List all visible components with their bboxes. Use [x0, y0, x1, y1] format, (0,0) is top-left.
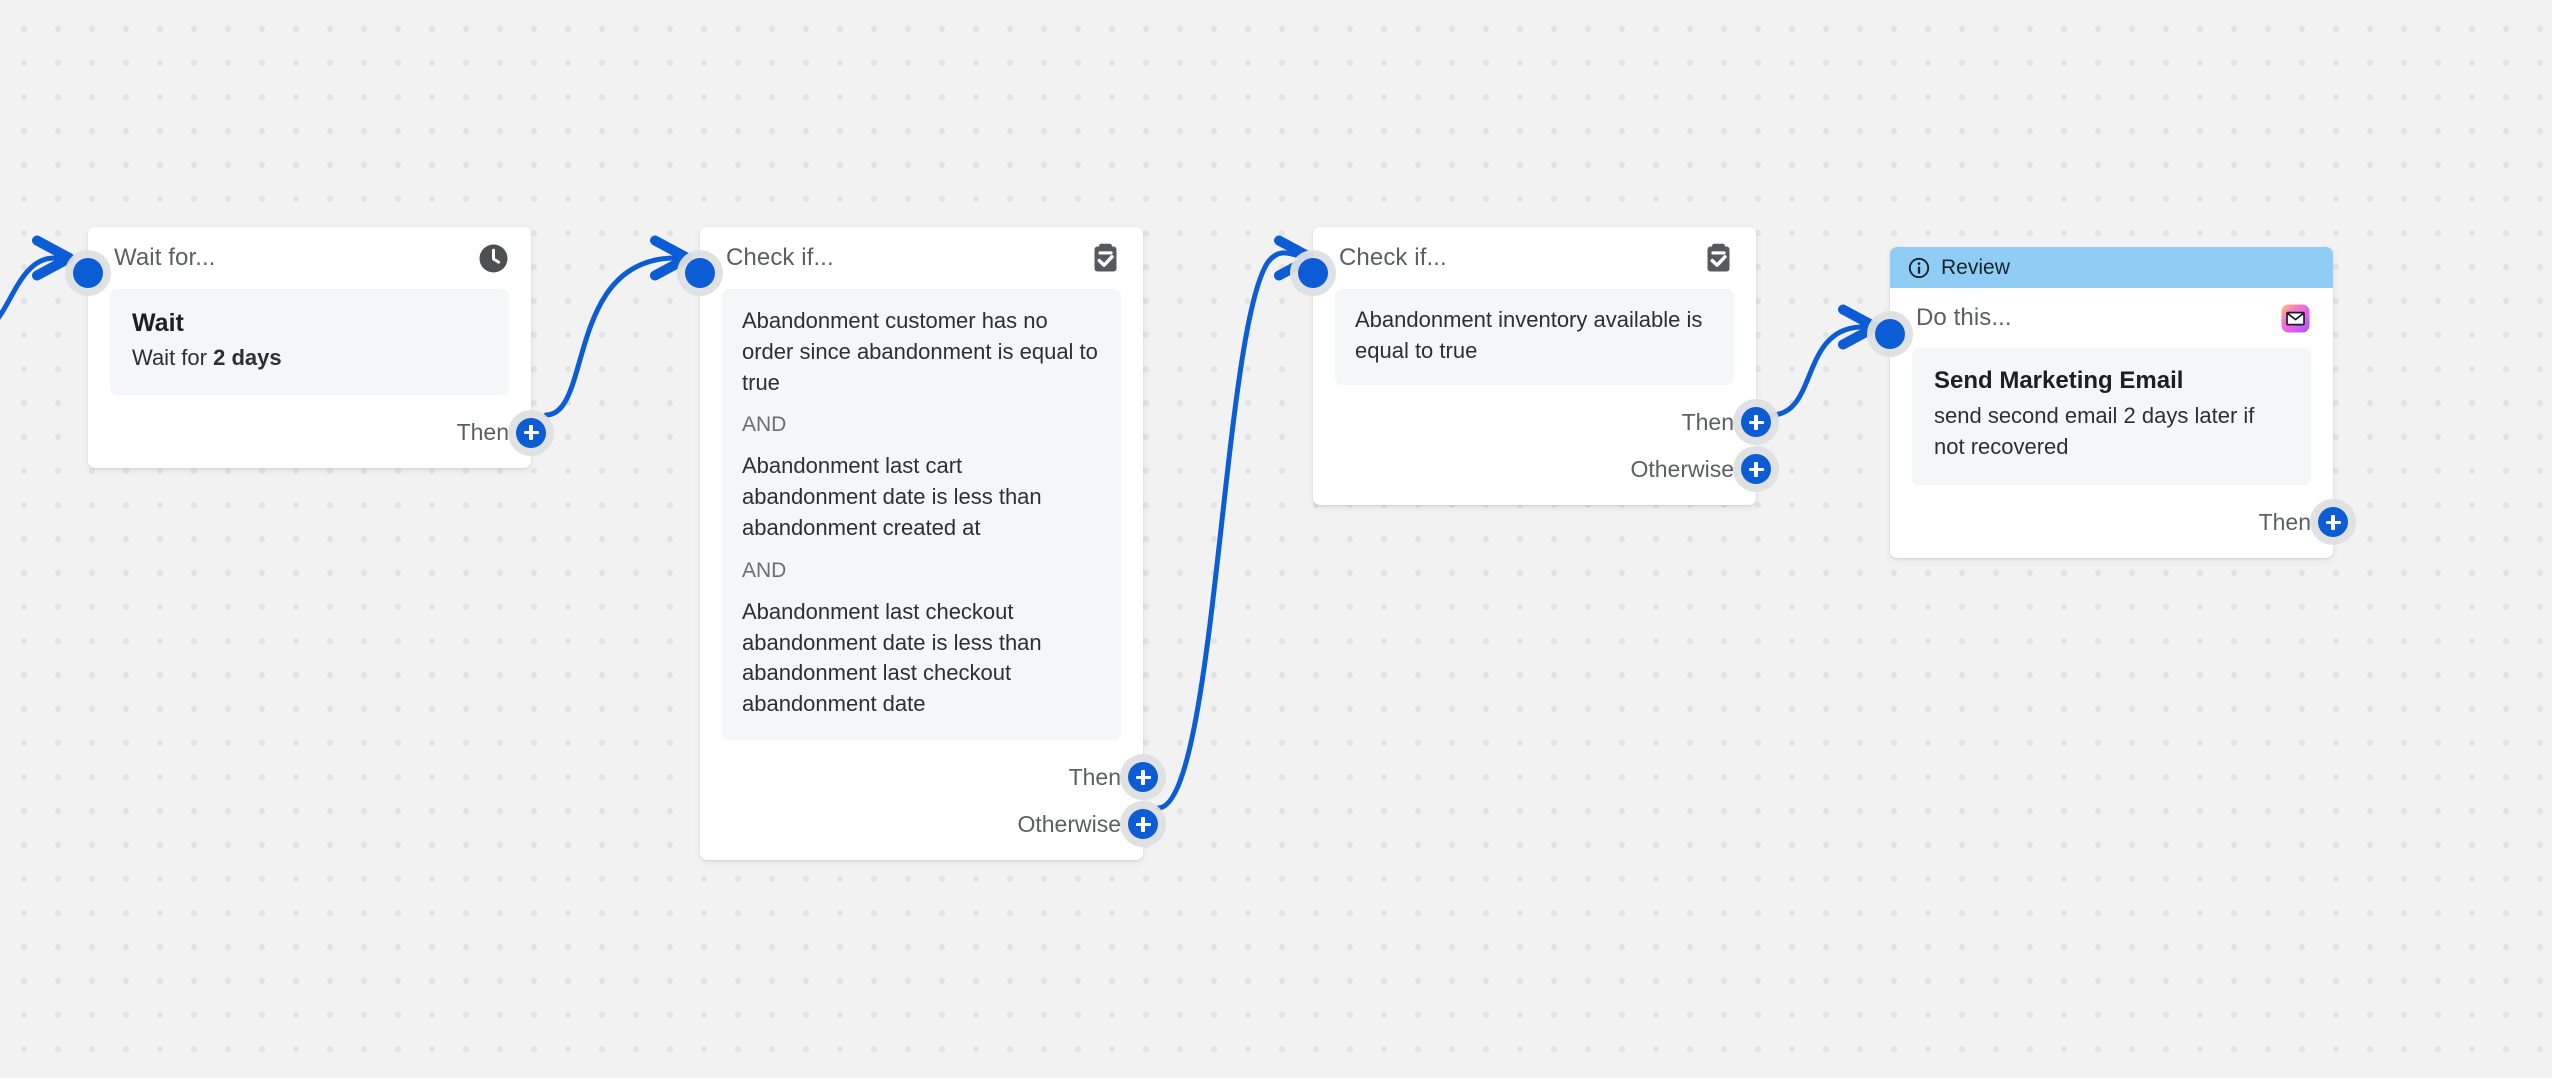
port-label-then: Then: [1681, 408, 1734, 435]
condition-text: Abandonment last cart abandonment date i…: [742, 453, 1042, 540]
review-banner: Review: [1890, 247, 2333, 288]
add-step-button-otherwise[interactable]: [1741, 454, 1771, 485]
wire-wait-to-check: [543, 235, 693, 418]
port-row-then: Then: [1890, 499, 2348, 546]
node-ports: Then Otherwise: [700, 740, 1158, 860]
port-label-otherwise: Otherwise: [1017, 810, 1121, 837]
node-title: Check if...: [1339, 244, 1447, 271]
wait-detail: Wait for 2 days: [132, 345, 487, 371]
port-label-then: Then: [1068, 763, 1121, 790]
wait-detail-prefix: Wait for: [132, 345, 214, 370]
action-heading: Send Marketing Email: [1934, 367, 2184, 394]
node-input-port[interactable]: [685, 258, 715, 288]
action-body: Send Marketing Email send second email 2…: [1912, 348, 2311, 485]
wire-incoming: [0, 235, 75, 320]
node-wait-for[interactable]: Wait for... Wait Wait for 2 days Then: [73, 227, 546, 468]
add-step-button-then[interactable]: [516, 417, 546, 448]
wire-inventory-to-email: [1768, 304, 1881, 418]
node-check-inventory[interactable]: Check if... Abandonment inventory availa…: [1298, 227, 1771, 505]
add-step-button-otherwise[interactable]: [1128, 809, 1158, 840]
node-ports: Then: [1890, 485, 2348, 558]
condition-text: Abandonment inventory available is equal…: [1355, 307, 1703, 363]
node-check-abandonment[interactable]: Check if... Abandonment customer has no …: [685, 227, 1158, 860]
node-title: Check if...: [726, 244, 834, 271]
clipboard-check-icon: [1089, 242, 1122, 275]
add-step-button-then[interactable]: [2318, 507, 2348, 538]
port-label-then: Then: [456, 419, 509, 445]
condition-text: Abandonment customer has no order since …: [742, 308, 1098, 395]
wire-check-to-inventory: [1155, 235, 1317, 811]
node-header: Check if...: [700, 227, 1143, 289]
wait-body: Wait Wait for 2 days: [110, 289, 509, 395]
info-circle-icon: [1908, 257, 1930, 279]
node-input-port[interactable]: [73, 258, 103, 288]
email-icon: [2279, 302, 2312, 335]
port-row-otherwise: Otherwise: [700, 801, 1158, 848]
condition-text: Abandonment last checkout abandonment da…: [742, 598, 1042, 717]
clock-icon: [477, 242, 510, 275]
condition-operator: AND: [742, 558, 787, 582]
node-input-port[interactable]: [1298, 258, 1328, 288]
wait-heading: Wait: [132, 309, 184, 337]
node-header: Wait for...: [88, 227, 531, 289]
port-row-otherwise: Otherwise: [1313, 446, 1771, 493]
add-step-button-then[interactable]: [1741, 407, 1771, 438]
conditions-body: Abandonment inventory available is equal…: [1335, 289, 1734, 385]
node-header: Do this...: [1890, 288, 2333, 348]
node-ports: Then: [88, 395, 546, 468]
action-description: send second email 2 days later if not re…: [1934, 403, 2255, 459]
node-input-port[interactable]: [1875, 319, 1905, 349]
port-row-then: Then: [700, 754, 1158, 801]
condition-operator: AND: [742, 413, 787, 437]
add-step-button-then[interactable]: [1128, 762, 1158, 793]
port-row-then: Then: [88, 409, 546, 456]
node-header: Check if...: [1313, 227, 1756, 289]
node-title: Wait for...: [114, 244, 216, 271]
node-send-marketing-email[interactable]: Review Do this...: [1875, 247, 2348, 558]
node-title: Do this...: [1916, 304, 2012, 331]
conditions-body: Abandonment customer has no order since …: [722, 289, 1121, 740]
wait-detail-value: 2 days: [213, 345, 282, 370]
port-label-then: Then: [2258, 508, 2311, 535]
port-row-then: Then: [1313, 399, 1771, 446]
review-banner-label: Review: [1941, 255, 2010, 279]
clipboard-check-icon: [1702, 242, 1735, 275]
port-label-otherwise: Otherwise: [1630, 455, 1734, 482]
node-ports: Then Otherwise: [1313, 385, 1771, 505]
